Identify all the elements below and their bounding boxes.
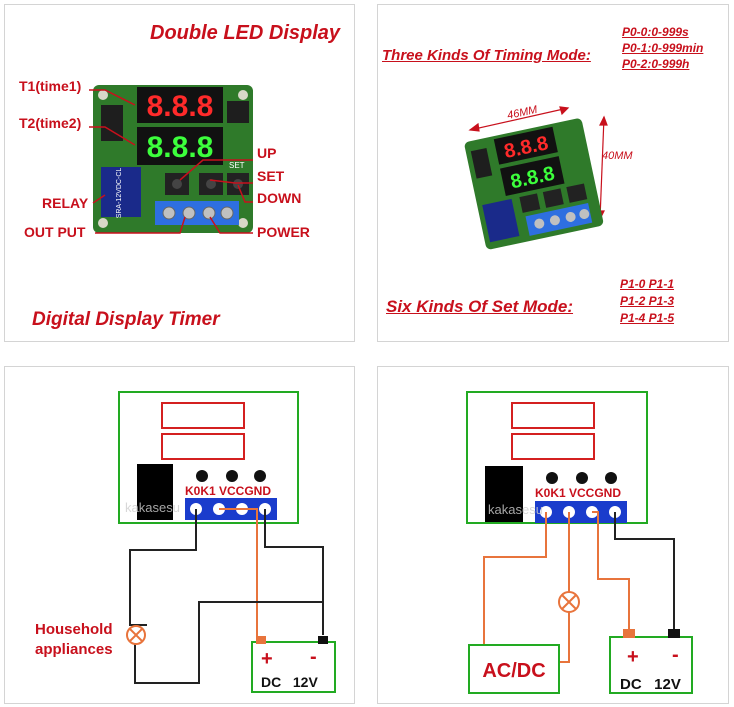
panel1-footer: Digital Display Timer — [32, 309, 220, 330]
label-down: DOWN — [257, 190, 302, 206]
acdc-label: AC/DC — [482, 660, 545, 682]
button-dot — [254, 470, 266, 482]
module-outline — [118, 391, 299, 524]
button-dot — [196, 470, 208, 482]
panel-module-photo: Double LED Display 8.8.8 8.8.8 SRA-12VDC… — [4, 4, 355, 342]
relay-block — [485, 466, 523, 522]
wiring-diagram-acdc: K0K1 VCCGND kakasesu AC/DC + - DC 12V — [466, 391, 693, 694]
panel-wiring-household: K0K1 VCCGND kakasesu + - DC 12V Househol… — [4, 366, 355, 704]
button-dot — [605, 472, 617, 484]
terminal-labels: K0K1 VCCGND — [185, 484, 271, 498]
dc-minus-terminal — [668, 629, 680, 638]
dc-label: DC 12V — [261, 674, 318, 690]
dc-plus-terminal — [256, 636, 266, 644]
screw — [202, 206, 216, 220]
household-appliances-label: Household appliances — [35, 621, 113, 658]
screw — [220, 206, 234, 220]
terminal-block — [535, 501, 627, 523]
set-mode-title: Six Kinds Of Set Mode: — [386, 297, 574, 316]
watermark: kakasesu — [125, 500, 180, 515]
acdc-box — [468, 644, 560, 694]
led-display-bottom — [137, 127, 223, 165]
set-mode-1: P1-2 P1-3 — [620, 294, 675, 308]
board-dimension-drawing: 46MM 40MM 8.8.8 8.8.8 — [464, 104, 633, 250]
display-top-digits: 8.8.8 — [147, 90, 214, 123]
dc-plus-terminal — [623, 629, 635, 638]
dimension-arrows — [468, 106, 608, 221]
display-bottom-digits: 8.8.8 — [147, 131, 214, 164]
dc-plus-sign: + — [627, 646, 639, 668]
mount-hole — [238, 218, 248, 228]
screw — [162, 206, 176, 220]
tilted-board: 8.8.8 8.8.8 — [464, 118, 604, 250]
mount-hole — [238, 90, 248, 100]
mount-hole — [98, 218, 108, 228]
button-dot — [546, 472, 558, 484]
button-cap — [233, 179, 243, 189]
timing-mode-1: P0-1:0-999min — [622, 41, 704, 55]
width-label: 46MM — [506, 104, 539, 122]
wires — [483, 511, 675, 663]
terminal-labels: K0K1 VCCGND — [535, 486, 621, 500]
height-label: 40MM — [602, 150, 633, 162]
display-outline-top — [511, 402, 595, 429]
chip — [101, 105, 123, 141]
button-dot — [576, 472, 588, 484]
wires — [129, 508, 324, 684]
button-dot — [226, 470, 238, 482]
display-outline-top — [161, 402, 245, 429]
label-up: UP — [257, 145, 277, 161]
dc-label: DC 12V — [620, 676, 681, 693]
label-set: SET — [257, 168, 285, 184]
screw — [182, 206, 196, 220]
set-mode-2: P1-4 P1-5 — [620, 311, 675, 325]
label-t2: T2(time2) — [19, 115, 82, 131]
timing-mode-2: P0-2:0-999h — [622, 57, 690, 71]
mount-hole — [98, 90, 108, 100]
button-cap — [172, 179, 182, 189]
wiring-diagram-household: K0K1 VCCGND kakasesu + - DC 12V — [118, 391, 336, 693]
panel-wiring-acdc: K0K1 VCCGND kakasesu AC/DC + - DC 12V — [377, 366, 729, 704]
relay-text: SRA-12VDC-CL — [116, 168, 123, 219]
led-display-top — [137, 87, 223, 123]
dc-supply-box — [609, 636, 693, 694]
dc-supply-box — [251, 641, 336, 693]
relay-component — [101, 167, 141, 217]
chip — [227, 101, 249, 123]
label-t1: T1(time1) — [19, 78, 82, 94]
display-outline-bottom — [511, 433, 595, 460]
button-cap — [206, 179, 216, 189]
board-set-text: SET — [229, 161, 245, 170]
label-power: POWER — [257, 224, 310, 240]
dc-minus-terminal — [318, 636, 328, 644]
callout-lines — [89, 89, 253, 234]
dc-minus-sign: - — [672, 644, 679, 666]
panel-modes-dimensions: Three Kinds Of Timing Mode: P0-0:0-999s … — [377, 4, 729, 342]
watermark: kakasesu — [488, 502, 543, 517]
timer-board-photo: 8.8.8 8.8.8 SRA-12VDC-CL SET — [89, 85, 253, 234]
timing-mode-title: Three Kinds Of Timing Mode: — [382, 47, 591, 64]
display-outline-bottom — [161, 433, 245, 460]
set-mode-0: P1-0 P1-1 — [620, 277, 675, 291]
panel1-title: Double LED Display — [150, 22, 341, 44]
timing-mode-0: P0-0:0-999s — [622, 25, 689, 39]
dc-plus-sign: + — [261, 648, 273, 670]
relay-block — [137, 464, 173, 520]
label-relay: RELAY — [42, 195, 89, 211]
dc-minus-sign: - — [310, 646, 317, 668]
label-output: OUT PUT — [24, 224, 86, 240]
